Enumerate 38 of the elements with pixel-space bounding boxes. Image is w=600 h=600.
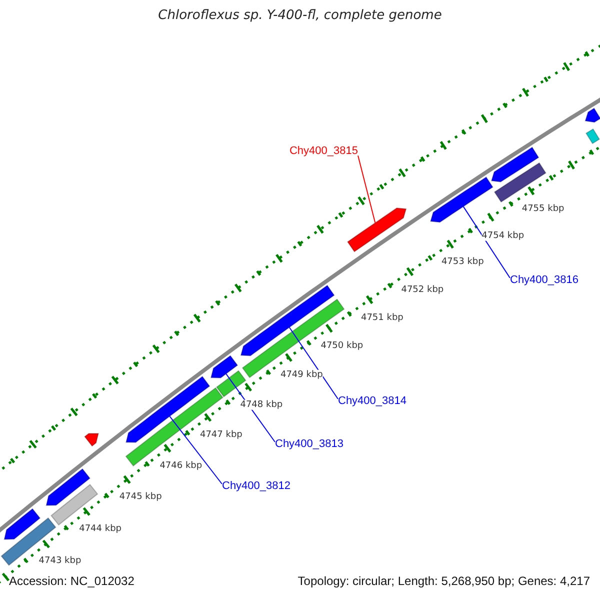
scale-label: 4748 kbp xyxy=(240,400,283,410)
gene-feature xyxy=(490,146,540,182)
scale-label: 4749 kbp xyxy=(280,370,323,380)
scale-label: 4751 kbp xyxy=(360,312,404,323)
gene-label: Chy400_3812 xyxy=(222,480,291,493)
scale-label: 4747 kbp xyxy=(200,430,242,440)
gene-feature xyxy=(430,176,494,223)
gene-feature xyxy=(584,108,600,123)
gene-label: Chy400_3816 xyxy=(510,274,579,287)
leader-line xyxy=(358,155,376,224)
gene-feature xyxy=(46,468,91,506)
scale-label: 4746 kbp xyxy=(160,460,202,471)
scale-label: 4744 kbp xyxy=(79,524,122,534)
leader-line xyxy=(288,326,338,400)
genome-summary: Topology: circular; Length: 5,268,950 bp; Genes: 4,217 xyxy=(298,575,590,589)
scale-label: 4754 kbp xyxy=(482,230,524,241)
scale-label: 4743 kbp xyxy=(38,556,82,566)
leader-line xyxy=(462,206,510,278)
gene-feature xyxy=(4,508,41,540)
scale-label: 4745 kbp xyxy=(119,492,162,502)
scale-label: 4752 kbp xyxy=(401,284,444,295)
gene-label: Chy400_3814 xyxy=(338,395,407,408)
title: Chloroflexus sp. Y-400-fl, complete genome xyxy=(157,9,443,24)
gene-feature xyxy=(50,484,98,526)
gene-feature xyxy=(216,370,246,398)
gene-feature xyxy=(84,433,100,447)
gene-feature xyxy=(346,207,407,252)
scale-label: 4753 kbp xyxy=(441,257,484,268)
leader-line xyxy=(169,416,222,484)
gene-label: Chy400_3815 xyxy=(289,145,358,158)
accession-text: Accession: NC_012032 xyxy=(9,575,134,589)
gene-label: Chy400_3813 xyxy=(275,438,344,451)
gene-feature xyxy=(242,298,345,378)
scale-label: 4755 kbp xyxy=(522,204,564,214)
gene-feature xyxy=(210,355,238,378)
gene-feature xyxy=(585,128,600,144)
scale-label: 4750 kbp xyxy=(320,341,364,352)
gene-feature xyxy=(494,162,546,203)
